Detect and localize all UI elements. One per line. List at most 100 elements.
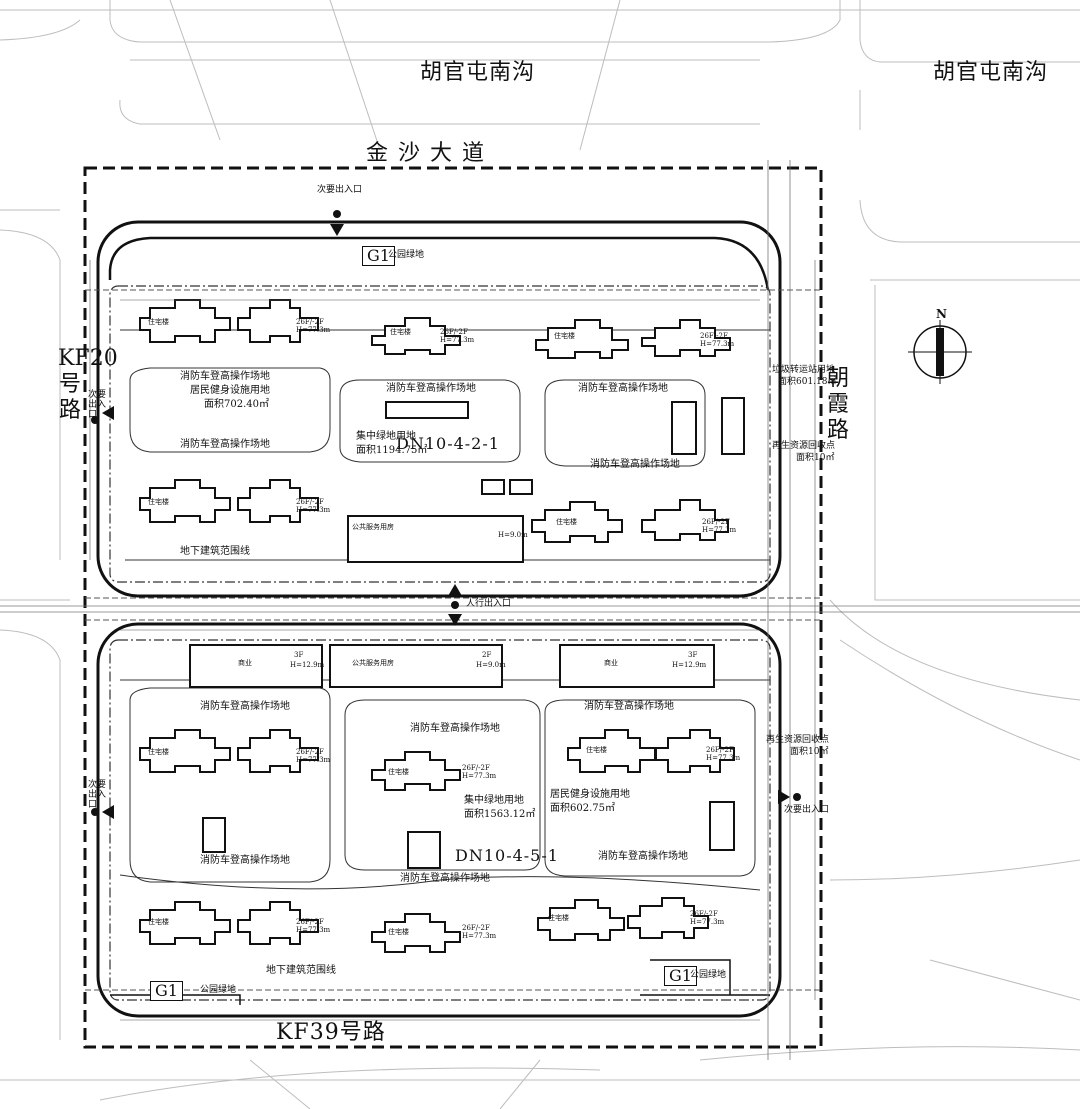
entry-markers [91,210,801,819]
res-floors-1: 26F/-2F [296,318,324,326]
res-floors-9: 26F/-2F [296,918,324,926]
north-block-outline [96,220,782,598]
fire-op-n1: 消防车登高操作场地 [180,371,270,382]
garbage-transfer-area: 面积601.18㎡ [778,377,837,387]
entry-right-lower: 次要出入口 [784,805,830,815]
recycle-s: 再生资源回收点 [766,735,830,745]
entry-left-lower: 次要出入口 [88,780,107,810]
res-label-10: 住宅楼 [388,928,409,936]
fitness-n-area: 面积702.40㎡ [204,399,269,410]
fitness-s: 居民健身设施用地 [550,789,630,800]
central-green-n-area: 面积1194.75㎡ [356,445,428,456]
res-height-2: H=77.3m [440,336,475,344]
res-label-3: 住宅楼 [554,332,575,340]
public-floors-s: 2F [482,651,492,659]
res-height-10: H=77.3m [462,932,497,940]
res-label-7: 住宅楼 [388,768,409,776]
fire-op-s3: 消防车登高操作场地 [584,701,674,712]
central-green-s: 集中绿地用地 [464,795,524,806]
road-label-main: 金沙大道 [366,141,495,166]
res-label-5: 住宅楼 [556,518,577,526]
res-height-4: H=77.3m [296,506,331,514]
fire-op-n2: 消防车登高操作场地 [180,439,270,450]
park-green-south-right: 公园绿地 [690,970,727,980]
fire-op-n4: 消防车登高操作场地 [578,383,668,394]
road-label-top-right: 胡官屯南沟 [933,60,1049,85]
shop-e: 商业 [604,659,618,667]
plot-code-north: DN10-4-2-1 [396,434,500,453]
res-floors-2: 26F/-2F [440,328,468,336]
recycle-s-area: 面积10㎡ [790,747,829,757]
g1-south-left: G1 [150,981,183,1001]
park-green-south-left: 公园绿地 [200,985,237,995]
residential-buildings [139,299,731,543]
shop-w-height: H=12.9m [290,661,325,669]
public-height-n: H=9.0m [498,531,528,539]
service-buildings [189,397,745,869]
plot-code-south: DN10-4-5-1 [455,846,559,865]
res-label-4: 住宅楼 [148,498,169,506]
garbage-transfer: 垃圾转运站用地 [772,365,836,375]
res-height-5: H=77.3m [702,526,737,534]
entry-center: 人行出入口 [466,599,512,609]
fire-op-s5: 消防车登高操作场地 [400,873,490,884]
res-label-11: 住宅楼 [548,914,569,922]
north-label: N [936,307,947,321]
fire-op-n3: 消防车登高操作场地 [386,383,476,394]
res-label-8: 住宅楼 [586,746,607,754]
shop-e-height: H=12.9m [672,661,707,669]
res-height-11: H=77.3m [690,918,725,926]
res-height-3: H=77.3m [700,340,735,348]
fire-op-s1: 消防车登高操作场地 [200,701,290,712]
recycle-n: 再生资源回收点 [772,441,836,451]
public-height-s: H=9.0m [476,661,506,669]
entry-top: 次要出入口 [317,185,363,195]
res-floors-3: 26F/-2F [700,332,728,340]
shop-w: 商业 [238,659,252,667]
g1-south-right: G1 [664,966,697,986]
res-height-7: H=77.3m [462,772,497,780]
res-floors-4: 26F/-2F [296,498,324,506]
res-floors-10: 26F/-2F [462,924,490,932]
underground-line-s: 地下建筑范围线 [266,965,336,976]
res-floors-5: 26F/-2F [702,518,730,526]
res-label-1: 住宅楼 [148,318,169,326]
res-height-1: H=77.3m [296,326,331,334]
fire-op-n5: 消防车登高操作场地 [590,459,680,470]
res-height-9: H=77.3m [296,926,331,934]
central-green-n: 集中绿地用地 [356,431,416,442]
res-floors-6: 26F/-2F [296,748,324,756]
res-height-8: H=77.3m [706,754,741,762]
south-block-outline [96,622,782,1018]
res-label-6: 住宅楼 [148,748,169,756]
res-height-6: H=77.3m [296,756,331,764]
shop-e-floors: 3F [688,651,698,659]
entry-left-upper: 次要出入口 [88,390,107,420]
road-label-top-left: 胡官屯南沟 [420,60,536,85]
res-label-9: 住宅楼 [148,918,169,926]
underground-line-n: 地下建筑范围线 [180,546,250,557]
site-boundary [83,166,823,1049]
central-green-s-area: 面积1563.12㎡ [464,809,536,820]
fitness-n: 居民健身设施用地 [190,385,270,396]
recycle-n-area: 面积10㎡ [796,453,835,463]
res-label-2: 住宅楼 [390,328,411,336]
road-label-right: 朝霞路 [826,366,849,443]
fitness-s-area: 面积602.75㎡ [550,803,615,814]
res-floors-8: 26F/-2F [706,746,734,754]
public-service-s: 公共服务用房 [352,659,394,667]
shop-w-floors: 3F [294,651,304,659]
fire-op-s2: 消防车登高操作场地 [410,723,500,734]
res-floors-11: 26F/-2F [690,910,718,918]
public-service-n: 公共服务用房 [352,523,394,531]
north-arrow-icon [908,320,972,384]
fire-op-s6: 消防车登高操作场地 [598,851,688,862]
park-green-north: 公园绿地 [388,250,425,260]
fire-op-s4: 消防车登高操作场地 [200,855,290,866]
road-label-left: KF20号路 [58,346,118,423]
res-floors-7: 26F/-2F [462,764,490,772]
g1-north: G1 [362,246,395,266]
road-label-bottom: KF39号路 [276,1020,386,1045]
